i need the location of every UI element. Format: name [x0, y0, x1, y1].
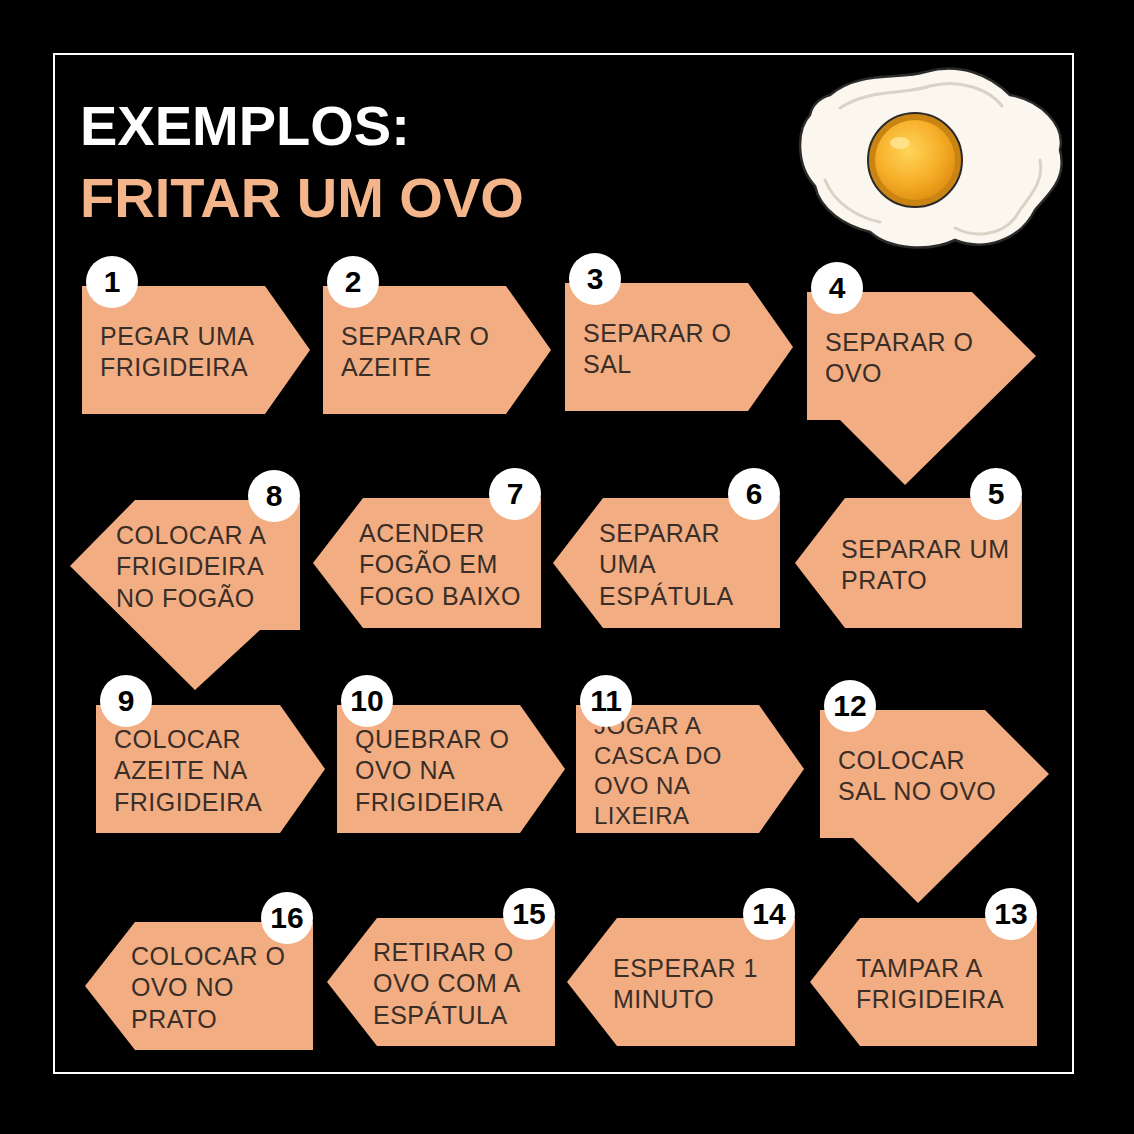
step-label: PEGAR UMA FRIGIDEIRA	[100, 321, 264, 384]
step-label: COLOCAR AZEITE NA FRIGIDEIRA	[114, 724, 279, 818]
text-area: QUEBRAR O OVO NA FRIGIDEIRA	[355, 711, 519, 831]
number-badge: 12	[824, 680, 876, 732]
text-area: SEPARAR O OVO	[825, 298, 990, 418]
yolk-highlight	[890, 137, 910, 149]
step-label: SEPARAR UM PRATO	[841, 534, 1010, 597]
step-number: 10	[350, 686, 383, 716]
step-label: ACENDER FOGÃO EM FOGO BAIXO	[359, 518, 529, 612]
text-area: PEGAR UMA FRIGIDEIRA	[100, 292, 264, 412]
egg-shading	[825, 180, 880, 222]
step-number: 9	[118, 686, 135, 716]
egg-white	[800, 69, 1062, 248]
text-area: COLOCAR O OVO NO PRATO	[131, 928, 301, 1048]
step-label: COLOCAR O OVO NO PRATO	[131, 941, 301, 1035]
step-label: SEPARAR UMA ESPÁTULA	[599, 518, 768, 612]
text-area: JOGAR A CASCA DO OVO NA LIXEIRA	[594, 711, 758, 831]
text-area: COLOCAR AZEITE NA FRIGIDEIRA	[114, 711, 279, 831]
step-number: 12	[833, 691, 866, 721]
step-arrow: 12COLOCAR SAL NO OVO	[820, 710, 1049, 903]
step-number: 8	[266, 481, 283, 511]
text-area: SEPARAR O SAL	[583, 289, 747, 409]
step-label: JOGAR A CASCA DO OVO NA LIXEIRA	[594, 711, 758, 831]
step-arrow: 3SEPARAR O SAL	[565, 283, 793, 411]
step-label: SEPARAR O AZEITE	[341, 321, 505, 384]
step-number: 2	[345, 267, 362, 297]
step-number: 7	[507, 479, 524, 509]
step-number: 3	[587, 264, 604, 294]
number-badge: 15	[503, 888, 555, 940]
step-arrow: 16COLOCAR O OVO NO PRATO	[85, 922, 313, 1050]
subtitle: FRITAR UM OVO	[80, 170, 524, 226]
step-arrow: 7ACENDER FOGÃO EM FOGO BAIXO	[313, 498, 541, 628]
text-area: RETIRAR O OVO COM A ESPÁTULA	[373, 924, 543, 1044]
number-badge: 16	[261, 892, 313, 944]
step-arrow: 5SEPARAR UM PRATO	[795, 498, 1022, 628]
text-area: ESPERAR 1 MINUTO	[613, 924, 783, 1044]
step-label: COLOCAR SAL NO OVO	[838, 745, 1003, 808]
arrow-fill	[820, 710, 1049, 903]
step-number: 13	[994, 899, 1027, 929]
number-badge: 13	[985, 888, 1037, 940]
number-badge: 4	[811, 262, 863, 314]
number-badge: 7	[489, 468, 541, 520]
step-number: 11	[590, 686, 622, 716]
number-badge: 11	[580, 675, 632, 727]
step-label: SEPARAR O SAL	[583, 318, 747, 381]
step-arrow: 13TAMPAR A FRIGIDEIRA	[810, 918, 1037, 1046]
step-number: 1	[104, 267, 121, 297]
step-label: QUEBRAR O OVO NA FRIGIDEIRA	[355, 724, 519, 818]
step-label: SEPARAR O OVO	[825, 327, 990, 390]
number-badge: 14	[743, 888, 795, 940]
step-label: RETIRAR O OVO COM A ESPÁTULA	[373, 937, 543, 1031]
step-arrow: 1PEGAR UMA FRIGIDEIRA	[82, 286, 310, 414]
egg-shading	[840, 83, 1002, 108]
number-badge: 3	[569, 253, 621, 305]
step-label: TAMPAR A FRIGIDEIRA	[856, 953, 1025, 1016]
arrow-fill	[807, 292, 1036, 485]
step-arrow: 2SEPARAR O AZEITE	[323, 286, 551, 414]
step-label: ESPERAR 1 MINUTO	[613, 953, 783, 1016]
step-arrow: 4SEPARAR O OVO	[807, 292, 1036, 485]
number-badge: 8	[248, 470, 300, 522]
number-badge: 2	[327, 256, 379, 308]
text-area: SEPARAR O AZEITE	[341, 292, 505, 412]
text-area: COLOCAR A FRIGIDEIRA NO FOGÃO	[116, 506, 288, 628]
text-area: ACENDER FOGÃO EM FOGO BAIXO	[359, 504, 529, 626]
egg-shading	[955, 160, 1041, 234]
arrow-fill	[70, 500, 300, 690]
step-label: COLOCAR A FRIGIDEIRA NO FOGÃO	[116, 520, 288, 614]
number-badge: 10	[341, 675, 393, 727]
arrow-shape	[820, 710, 1049, 903]
title: EXEMPLOS:	[80, 98, 410, 154]
text-area: SEPARAR UM PRATO	[841, 504, 1010, 626]
number-badge: 1	[86, 256, 138, 308]
step-number: 4	[829, 273, 846, 303]
egg-yolk-rim	[868, 113, 962, 207]
arrow-shape	[807, 292, 1036, 485]
step-number: 14	[752, 899, 785, 929]
step-number: 5	[988, 479, 1005, 509]
egg-yolk	[875, 120, 955, 200]
step-arrow: 14ESPERAR 1 MINUTO	[567, 918, 795, 1046]
step-arrow: 15RETIRAR O OVO COM A ESPÁTULA	[327, 918, 555, 1046]
text-area: SEPARAR UMA ESPÁTULA	[599, 504, 768, 626]
step-arrow: 10QUEBRAR O OVO NA FRIGIDEIRA	[337, 705, 565, 833]
number-badge: 6	[728, 468, 780, 520]
number-badge: 9	[100, 675, 152, 727]
step-arrow: 9COLOCAR AZEITE NA FRIGIDEIRA	[96, 705, 325, 833]
step-arrow: 8COLOCAR A FRIGIDEIRA NO FOGÃO	[70, 500, 300, 690]
text-area: TAMPAR A FRIGIDEIRA	[856, 924, 1025, 1044]
text-area: COLOCAR SAL NO OVO	[838, 716, 1003, 836]
step-arrow: 11JOGAR A CASCA DO OVO NA LIXEIRA	[576, 705, 804, 833]
step-arrow: 6SEPARAR UMA ESPÁTULA	[553, 498, 780, 628]
step-number: 16	[270, 903, 303, 933]
step-number: 6	[746, 479, 763, 509]
step-number: 15	[512, 899, 545, 929]
number-badge: 5	[970, 468, 1022, 520]
